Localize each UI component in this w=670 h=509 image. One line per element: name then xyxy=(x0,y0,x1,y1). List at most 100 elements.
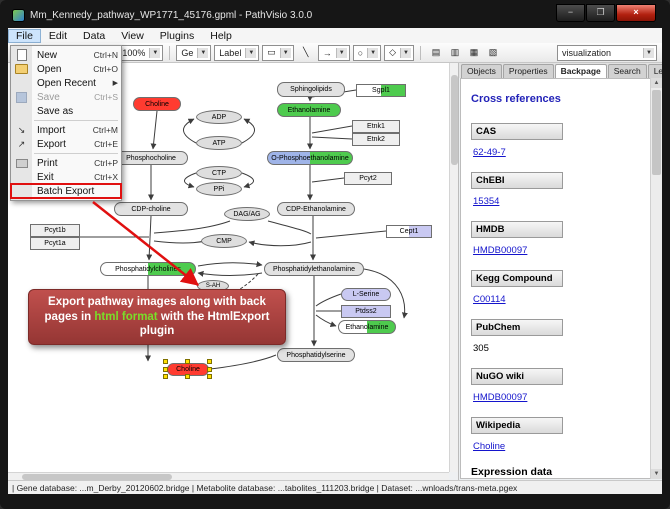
pathway-edge-16[interactable] xyxy=(315,230,387,239)
selection-handle[interactable] xyxy=(163,374,168,379)
menu-data[interactable]: Data xyxy=(83,29,106,42)
pathway-edge-19[interactable] xyxy=(311,136,353,140)
menu-help[interactable]: Help xyxy=(210,29,232,42)
pathway-node-o-phosphoethanolamine-10[interactable]: O-Phosphoethanolamine xyxy=(267,151,353,165)
tab-search[interactable]: Search xyxy=(607,64,647,78)
tab-properties[interactable]: Properties xyxy=(502,64,554,78)
tab-objects[interactable]: Objects xyxy=(461,64,502,78)
pathway-node-pcyt2-13[interactable]: Pcyt2 xyxy=(344,172,392,185)
pathway-node-ppi-12[interactable]: PPi xyxy=(196,182,242,196)
pathway-edge-23[interactable] xyxy=(197,270,263,277)
pathway-edge-27[interactable] xyxy=(315,314,337,327)
pathway-edge-22[interactable] xyxy=(197,261,263,268)
file-menu-item-open-recent[interactable]: Open Recent▶ xyxy=(11,76,121,90)
pathway-node-phosphatidylserine-28[interactable]: Phosphatidylserine xyxy=(277,348,355,362)
pathway-node-pcyt1b-18[interactable]: Pcyt1b xyxy=(30,224,80,237)
ellipse-tool-button[interactable]: ○▼ xyxy=(352,44,382,61)
arrow-tool-button[interactable]: →▼ xyxy=(317,44,350,61)
selection-handle[interactable] xyxy=(207,374,212,379)
pathway-node-etnk2-7[interactable]: Etnk2 xyxy=(352,133,400,146)
maximize-button[interactable]: ❐ xyxy=(586,4,615,22)
pathway-edge-12[interactable] xyxy=(153,220,231,234)
backpage-link-chebi[interactable]: 15354 xyxy=(473,196,500,207)
pathway-node-choline-3[interactable]: Choline xyxy=(133,97,181,111)
pathway-node-phosphocholine-9[interactable]: Phosphocholine xyxy=(114,151,188,165)
pathway-edge-7[interactable] xyxy=(241,172,254,189)
pathway-edge-26[interactable] xyxy=(315,293,342,307)
pathway-node-dag-ag-15[interactable]: DAG/AG xyxy=(224,207,270,221)
scrollbar-thumb[interactable] xyxy=(451,75,458,165)
pathway-node-sphingolipids-1[interactable]: Sphingolipids xyxy=(277,82,345,97)
selection-handle[interactable] xyxy=(163,366,168,372)
file-menu-item-save-as[interactable]: Save as xyxy=(11,104,121,118)
pathway-node-ptdss2-26[interactable]: Ptdss2 xyxy=(341,305,391,318)
pathway-node-cmp-20[interactable]: CMP xyxy=(201,234,247,248)
line-tool-button[interactable]: ╲ xyxy=(297,44,315,61)
pathway-edge-15[interactable] xyxy=(248,240,312,247)
zoom-combo[interactable]: 100%▼ xyxy=(117,44,164,61)
backpage-link-wikipedia[interactable]: Choline xyxy=(473,441,506,452)
backpage-link-hmdb[interactable]: HMDB00097 xyxy=(473,245,528,256)
pathway-edge-31[interactable] xyxy=(209,354,277,370)
pathway-node-etnk1-6[interactable]: Etnk1 xyxy=(352,120,400,133)
tab-backpage[interactable]: Backpage xyxy=(554,64,607,78)
menu-plugins[interactable]: Plugins xyxy=(159,29,195,42)
file-menu-item-batch-export[interactable]: Batch Export xyxy=(10,183,122,199)
visualization-combo[interactable]: visualization▼ xyxy=(557,44,657,61)
vertical-scrollbar[interactable] xyxy=(449,63,459,472)
pathway-node-adp-5[interactable]: ADP xyxy=(196,110,242,124)
menu-view[interactable]: View xyxy=(121,29,144,42)
align-button-1[interactable]: ▤ xyxy=(427,44,445,61)
panel-scrollbar[interactable]: ▲ ▼ xyxy=(650,78,662,479)
pathway-node-l-serine-25[interactable]: L-Serine xyxy=(341,288,391,301)
align-button-2[interactable]: ▥ xyxy=(446,44,464,61)
pathway-node-ethanolamine-27[interactable]: Ethanolamine xyxy=(338,320,396,334)
backpage-link-cas[interactable]: 62-49-7 xyxy=(473,147,506,158)
menu-file[interactable]: File xyxy=(8,28,41,43)
pathway-node-cdp-ethanolamine-16[interactable]: CDP-Ethanolamine xyxy=(277,202,355,216)
scroll-up-icon[interactable]: ▲ xyxy=(651,78,662,88)
pathway-edge-2[interactable] xyxy=(150,110,158,150)
selection-handle[interactable] xyxy=(185,374,190,379)
selection-handle[interactable] xyxy=(185,359,190,364)
pathway-edge-21[interactable] xyxy=(311,177,345,183)
pathway-node-cept1-17[interactable]: Cept1 xyxy=(386,225,432,238)
pathway-node-sgpl1-2[interactable]: Sgpl1 xyxy=(356,84,406,97)
shape-misc-tool-button[interactable]: ◇▼ xyxy=(384,44,414,61)
datanode-tool-button[interactable]: Ge▼ xyxy=(176,44,212,61)
selection-handle[interactable] xyxy=(207,359,212,364)
pathway-node-ctp-11[interactable]: CTP xyxy=(196,166,242,180)
pathway-edge-14[interactable] xyxy=(267,220,312,235)
pathway-edge-18[interactable] xyxy=(311,125,353,134)
align-button-4[interactable]: ▧ xyxy=(484,44,502,61)
selection-handle[interactable] xyxy=(207,366,212,372)
pathway-edge-6[interactable] xyxy=(184,172,197,189)
pathway-node-ethanolamine-4[interactable]: Ethanolamine xyxy=(277,103,341,117)
backpage-link-kegg-compound[interactable]: C00114 xyxy=(473,294,506,305)
menu-edit[interactable]: Edit xyxy=(48,29,68,42)
pathway-node-phosphatidylcholines-21[interactable]: Phosphatidylcholines xyxy=(100,262,196,276)
pathway-node-pcyt1a-19[interactable]: Pcyt1a xyxy=(30,237,80,250)
pathway-edge-4[interactable] xyxy=(183,118,197,144)
minimize-button[interactable]: − xyxy=(556,4,585,22)
selection-handle[interactable] xyxy=(163,359,168,364)
backpage-link-nugo-wiki[interactable]: HMDB00097 xyxy=(473,392,528,403)
scroll-down-icon[interactable]: ▼ xyxy=(651,469,662,479)
pathway-edge-5[interactable] xyxy=(241,118,255,144)
tab-legend[interactable]: Legend xyxy=(647,64,662,78)
pathway-edge-10[interactable] xyxy=(146,215,153,261)
shape-rect-tool-button[interactable]: ▭▼ xyxy=(262,44,294,61)
pathway-node-cdp-choline-14[interactable]: CDP-choline xyxy=(114,202,188,216)
pathway-node-phosphatidylethanolamine-22[interactable]: Phosphatidylethanolamine xyxy=(264,262,364,276)
scrollbar-thumb[interactable] xyxy=(652,90,661,175)
pathway-edge-29[interactable] xyxy=(363,268,408,319)
horizontal-scrollbar[interactable] xyxy=(8,472,449,481)
close-button[interactable]: × xyxy=(616,4,656,22)
pathway-edge-24[interactable] xyxy=(228,273,259,296)
